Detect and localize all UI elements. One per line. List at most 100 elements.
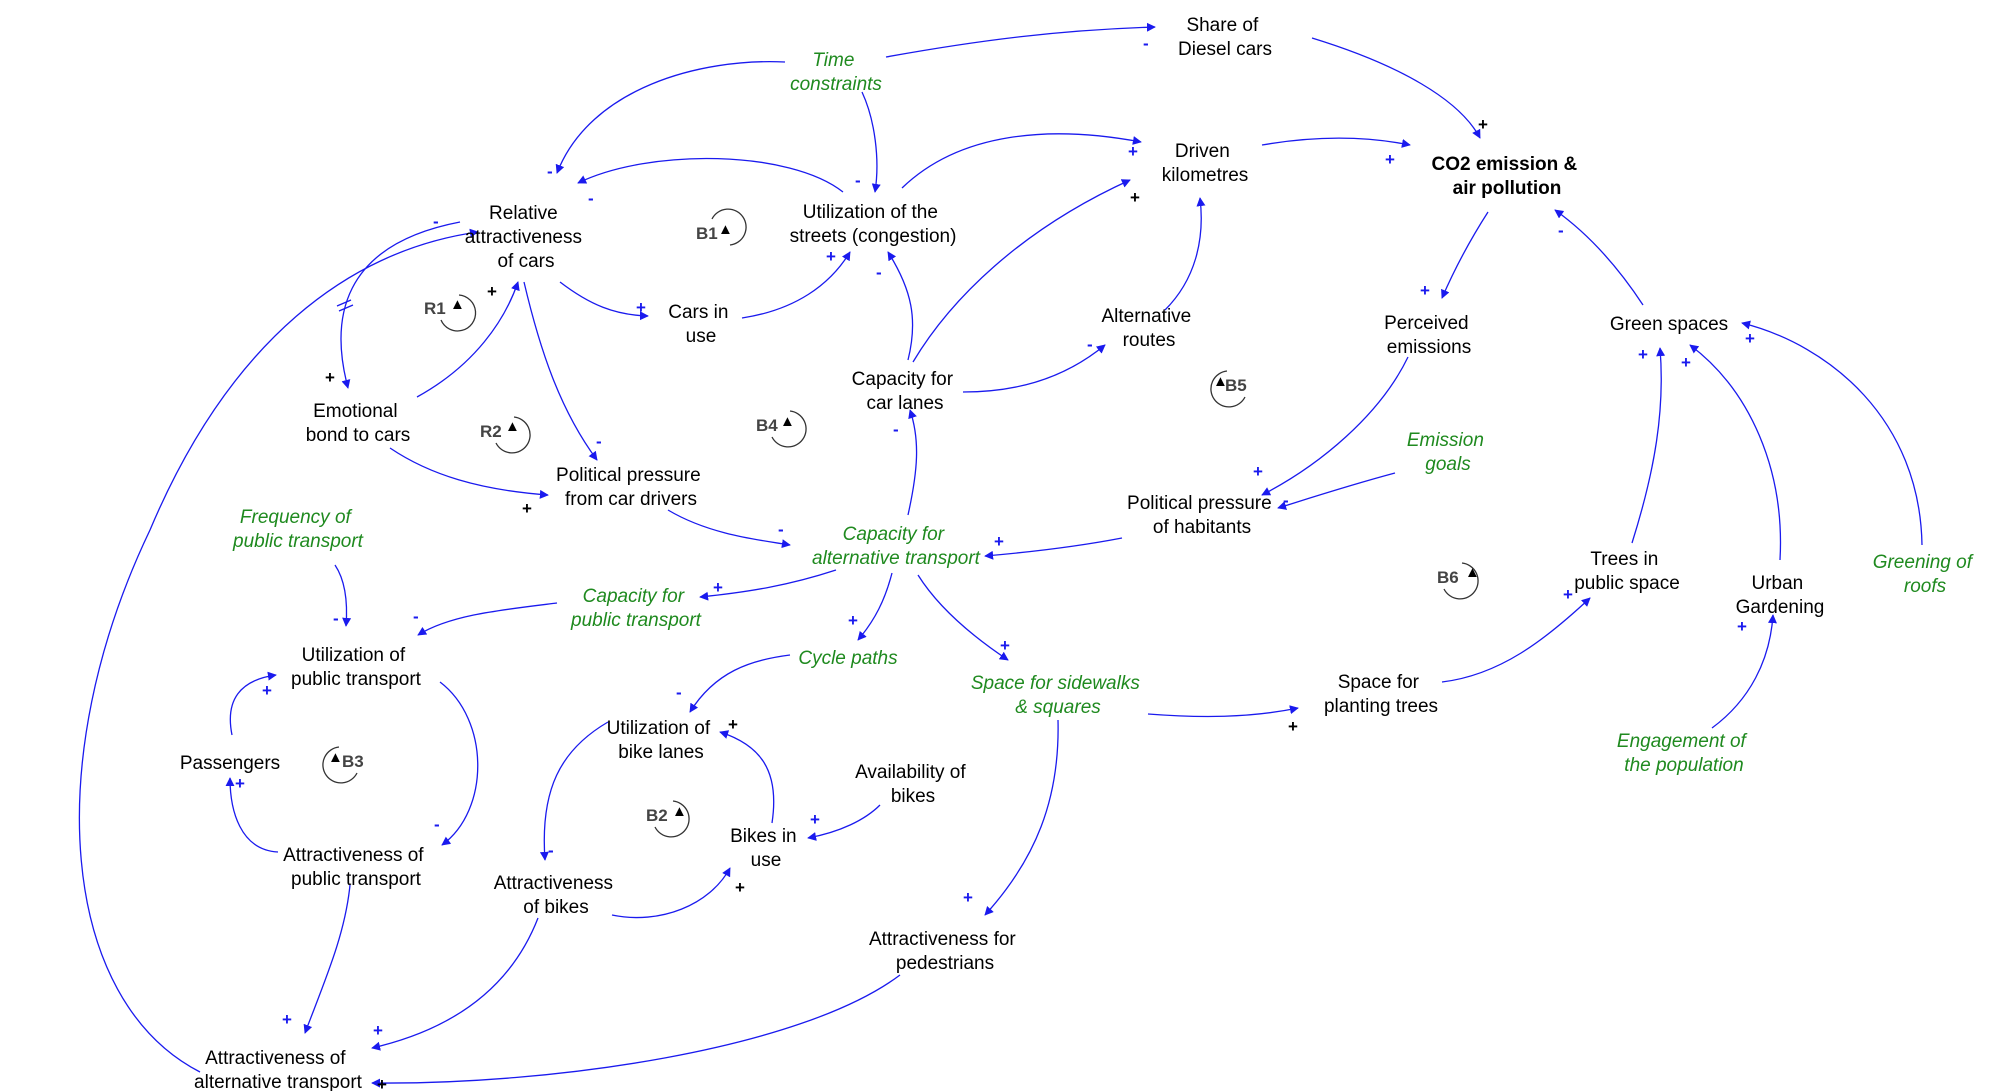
link-relative-attr-to-cars-in-use [559,281,649,321]
loop-direction-icon: ▲ [780,413,795,430]
variable-attractiveness-of-alternative-transport: Attractiveness of alternative transport [194,1048,363,1091]
link-green-spaces-to-co2 [1554,209,1644,306]
loop-marker-r1: R1 ▲ [424,294,477,332]
link-capacity-alt-to-space-sidewalks [917,574,1009,661]
polarity-minus: - [434,815,440,834]
loop-direction-icon: ▲ [672,803,687,820]
polarity-minus: - [1087,335,1093,354]
link-streets-to-driven-km [901,133,1142,189]
variable-green-spaces: Green spaces [1610,314,1728,335]
variable-perceived-emissions: Perceived emissions [1384,313,1474,358]
polarity-plus: + [487,282,497,301]
loop-direction-icon: ▲ [505,418,520,435]
variables: Share of Diesel cars Time constraints Dr… [180,15,1974,1091]
loop-label-r1: R1 [424,299,446,318]
variable-attractiveness-of-public-transport: Attractiveness of public transport [283,845,429,890]
polarity-plus: + [522,499,532,518]
loop-label-b6: B6 [1437,568,1459,587]
polarity-plus: + [1128,142,1138,161]
link-time-to-share-diesel [885,22,1156,58]
polarity-plus: + [1385,150,1395,169]
loop-direction-icon: ▲ [718,221,733,238]
link-attr-pedestrians-to-attr-alt [371,974,901,1088]
polarity-minus: - [588,189,594,208]
variable-space-for-planting-trees: Space for planting trees [1324,672,1438,717]
link-utilization-pt-to-attr-pt [439,681,479,846]
link-capacity-alt-to-capacity-pt [699,569,837,601]
polarity-plus: + [1130,188,1140,207]
polarity-plus: + [848,611,858,630]
polarity-plus: + [735,878,745,897]
policy-frequency-of-public-transport: Frequency of public transport [232,507,364,552]
link-political-hab-to-capacity-alt [984,537,1123,560]
link-passengers-to-utilization-pt [229,671,277,736]
polarity-plus: + [994,532,1004,551]
link-perceived-to-political-hab [1261,356,1409,496]
polarity-plus: + [377,1075,387,1091]
polarity-plus: + [373,1021,383,1040]
policy-engagement-of-the-population: Engagement of the population [1617,731,1751,776]
polarity-plus: + [728,715,738,734]
polarity-plus: + [1000,636,1010,655]
policy-capacity-for-alternative-transport: Capacity for alternative transport [812,524,981,569]
link-attr-pt-to-passengers [225,777,279,853]
link-attr-bikes-to-attr-alt [371,917,539,1051]
loop-marker-b5: B5 ▲ [1210,370,1247,408]
polarity-plus: + [325,368,335,387]
polarity-plus: + [1681,353,1691,372]
variable-utilization-of-the-streets: Utilization of the streets (congestion) [790,202,957,247]
variable-capacity-for-car-lanes: Capacity for car lanes [852,369,959,414]
polarity-minus: - [855,171,861,190]
polarity-plus: + [1745,329,1755,348]
link-relative-attr-to-political-car [523,281,598,461]
variable-urban-gardening: Urban Gardening [1736,573,1825,618]
link-alt-routes-to-driven-km [1164,197,1206,311]
link-engagement-to-urban-gardening [1711,614,1777,729]
link-streets-to-relative-attr [577,157,844,193]
link-availability-to-bikes-in-use [807,804,881,841]
variable-attractiveness-for-pedestrians: Attractiveness for pedestrians [869,929,1021,974]
loop-marker-b1: B1 ▲ [696,208,747,246]
variable-attractiveness-of-bikes: Attractiveness of bikes [494,873,619,918]
polarity-minus: - [433,212,439,231]
link-capacity-alt-to-cycle-paths [857,572,893,641]
policy-capacity-for-public-transport: Capacity for public transport [570,586,702,631]
link-cycle-paths-to-utilization-bike [689,654,791,713]
loop-markers: B1 ▲ R1 ▲ R2 ▲ B4 ▲ B5 ▲ B6 ▲ [322,208,1480,838]
polarity-plus: + [1638,345,1648,364]
loop-label-b1: B1 [696,224,718,243]
variable-driven-kilometres: Driven kilometres [1162,141,1249,186]
polarity-plus: + [1563,585,1573,604]
polarity-minus: - [413,607,419,626]
variable-utilization-of-bike-lanes: Utilization of bike lanes [607,718,716,763]
causal-links [78,22,1923,1088]
link-frequency-to-utilization-pt [334,564,352,627]
link-utilization-bike-to-attr-bikes [539,721,609,861]
policy-emission-goals: Emission goals [1407,430,1489,475]
polarity-plus: + [282,1010,292,1029]
variable-relative-attractiveness-of-cars: Relative attractiveness of cars [465,203,588,272]
link-trees-public-to-green-spaces [1631,347,1666,544]
polarity-minus: - [778,520,784,539]
link-time-to-relative-attr [555,61,786,174]
variable-co2-emission-air-pollution: CO2 emission & air pollution [1432,154,1583,199]
polarity-minus: - [333,609,339,628]
link-attr-bikes-to-bikes-in-use [611,867,731,919]
link-capacity-car-lanes-to-driven-km [912,179,1131,363]
loop-label-b5: B5 [1225,376,1247,395]
polarity-plus: + [810,810,820,829]
polarity-plus: + [713,578,723,597]
link-attr-pt-to-attr-alt [303,884,351,1034]
link-space-trees-to-trees-public [1441,597,1591,683]
loop-label-b4: B4 [756,416,778,435]
polarity-minus: - [547,162,553,181]
link-capacity-pt-to-utilization-pt [417,602,558,636]
loop-label-r2: R2 [480,422,502,441]
variable-share-of-diesel-cars: Share of Diesel cars [1178,15,1272,60]
policy-space-for-sidewalks-and-squares: Space for sidewalks & squares [971,673,1145,718]
link-urban-gardening-to-green-spaces [1689,344,1782,561]
polarity-minus: - [676,683,682,702]
link-space-sidewalks-to-attr-pedestrians [984,719,1059,916]
polarity-plus: + [1253,462,1263,481]
